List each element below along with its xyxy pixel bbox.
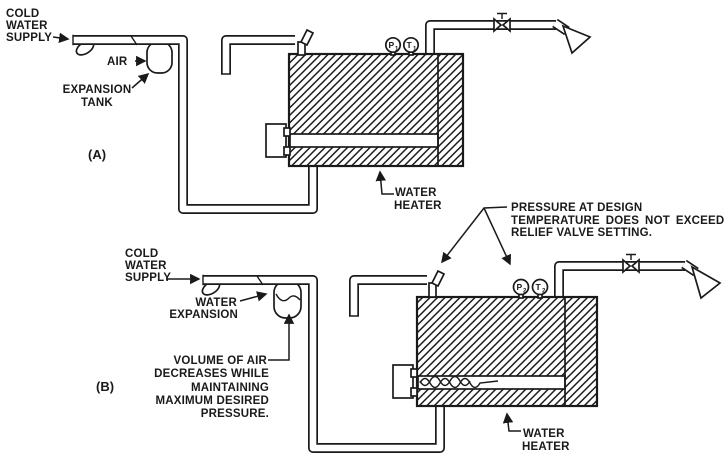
heater-b-element-stub-top [410, 368, 418, 378]
label-water-heater-a-2: HEATER [394, 200, 442, 212]
panel-label-a: (A) [88, 147, 106, 162]
hot-outlet-pipe-b-core [555, 262, 685, 298]
label-expansion-tank-2: TANK [81, 97, 113, 109]
pipe-end-caps-a [72, 34, 231, 75]
label-volume-1: VOLUME OF AIR [173, 355, 267, 367]
leader-relief-note-to-valve [441, 206, 508, 264]
label-relief-note-2: TEMPERATURE DOES NOT EXCEED [511, 215, 724, 227]
leader-water-heater-a [375, 170, 394, 195]
gauge-t2-letter: T [536, 282, 542, 292]
tank-b-water-line [275, 293, 301, 302]
label-water-expansion-2: EXPANSION [169, 309, 238, 321]
gauge-t1-subscript: 1 [413, 47, 417, 53]
label-volume-3: MAINTAINING [191, 382, 269, 394]
heater-b-element-stub-bottom [410, 387, 418, 397]
gauge-p1-subscript: 1 [395, 47, 399, 53]
hot-outlet-pipe-a-core [426, 21, 556, 56]
heater-a-element-stub-top [283, 127, 291, 137]
pipe-end-caps-b [202, 274, 359, 317]
label-volume-2: DECREASES WHILE [154, 368, 269, 380]
leader-water-expansion [239, 291, 268, 302]
gauge-p2-subscript: 2 [523, 289, 527, 295]
expansion-tank-a [146, 41, 173, 74]
gauge-p1-letter: P [389, 40, 395, 50]
relief-discharge-pipe-a [221, 35, 295, 74]
temperature-gauge-t1 [402, 36, 420, 54]
leader-relief-note-to-gauge [483, 207, 512, 266]
heater-a-element-box [265, 123, 287, 158]
label-relief-note-1: PRESSURE AT DESIGN [511, 202, 642, 214]
label-water-heater-a-1: WATER [395, 187, 437, 199]
panel-b: P 2 T 2 COLD WATER SUPPLY WATER EXPANSIO… [96, 202, 724, 453]
heater-a-element-stub-bottom [283, 146, 291, 156]
relief-discharge-pipe-b-core [350, 276, 427, 316]
relief-valve-b-lever [430, 269, 446, 288]
cold-supply-pipe-a-core [73, 36, 317, 213]
heater-b-element-squiggle [419, 377, 499, 389]
leader-cold-supply-a [52, 32, 70, 44]
heater-b-element-box [392, 364, 414, 399]
gauge-t2-subscript: 2 [542, 289, 546, 295]
gauge-t1-letter: T [407, 40, 413, 50]
panel-label-b: (B) [96, 379, 114, 394]
label-cold-a-3: SUPPLY [6, 32, 52, 44]
water-heater-a [287, 52, 465, 168]
hot-line-valve-b [622, 253, 640, 274]
leader-expansion-tank-a [131, 72, 150, 89]
label-volume-4: MAXIMUM DESIRED [155, 395, 269, 407]
pressure-gauge-p1 [384, 36, 402, 54]
hot-outlet-pipe-b [554, 261, 685, 298]
label-cold-b-3: SUPPLY [125, 272, 171, 284]
hot-outlet-pipe-a [425, 20, 556, 56]
leader-air-volume [268, 313, 295, 361]
label-cold-a-2: WATER [6, 20, 48, 32]
leader-water-heater-b [502, 412, 521, 432]
label-air-a: AIR [107, 56, 128, 68]
label-expansion-tank-1: EXPANSION [63, 84, 132, 96]
panel-a: P 1 T 1 COLD WATER SUPPLY AIR EXPANSION … [6, 8, 592, 214]
pressure-gauge-p2 [512, 278, 530, 296]
temperature-gauge-t2 [531, 278, 549, 296]
label-cold-b-1: COLD [125, 248, 158, 260]
label-water-heater-b-2: HEATER [522, 441, 570, 453]
heater-b-element-squiggle-2 [419, 375, 471, 387]
heater-a-flue-band [289, 133, 439, 148]
label-water-heater-b-1: WATER [523, 428, 565, 440]
relief-valve-a-lever [299, 28, 315, 47]
label-cold-b-2: WATER [125, 260, 167, 272]
label-volume-5: PRESSURE. [201, 408, 269, 420]
spout-a [561, 24, 592, 55]
hot-line-valve-a [493, 12, 511, 33]
label-water-expansion-1: WATER [195, 297, 237, 309]
label-cold-a-1: COLD [6, 8, 39, 20]
cold-supply-pipe-b-core [203, 276, 444, 452]
label-relief-note-3: RELIEF VALVE SETTING. [511, 227, 652, 239]
spout-b [690, 265, 722, 300]
relief-discharge-pipe-a-core [222, 36, 295, 74]
gauge-p2-letter: P [517, 282, 523, 292]
